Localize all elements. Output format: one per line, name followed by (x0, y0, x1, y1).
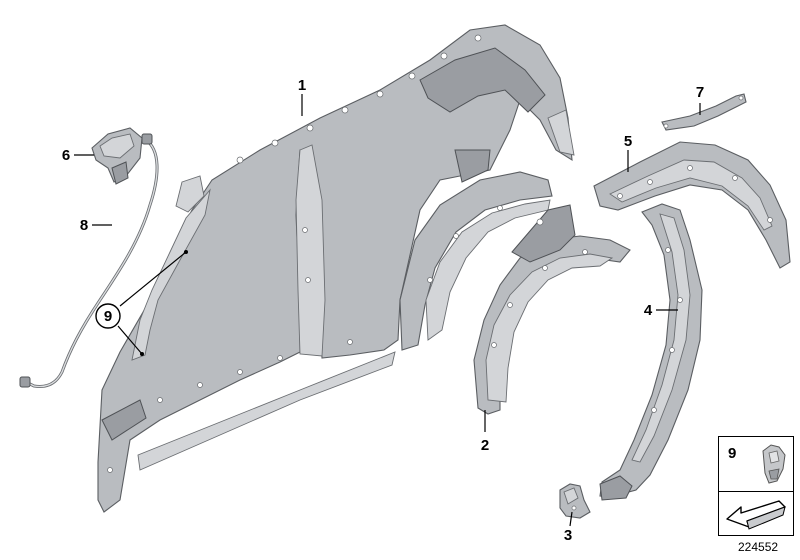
legend-number: 9 (728, 445, 737, 462)
callout-9: 9 (104, 308, 112, 325)
callout-5: 5 (624, 133, 632, 150)
callout-8: 8 (80, 217, 88, 234)
rear-wheel-arch-part (399, 171, 553, 351)
clip-icon (762, 444, 786, 484)
callout-1: 1 (298, 77, 306, 94)
callout-labels: 1 2 3 4 5 6 7 8 9 (62, 77, 704, 544)
leader-dot (140, 352, 144, 356)
callout-7: 7 (696, 84, 704, 101)
callout-6: 6 (62, 147, 70, 164)
bracket-part (559, 483, 591, 519)
leader-dot (184, 250, 188, 254)
callout-3: 3 (564, 527, 572, 544)
rear-pillar-part (599, 203, 703, 501)
wheel-arch-inner-part (473, 204, 631, 415)
arrow-icon (726, 500, 786, 530)
mounting-bracket-part (91, 127, 143, 185)
callout-9-circle (95, 303, 121, 329)
legend-box: 9 (718, 436, 794, 536)
legend-divider (719, 491, 793, 492)
side-frame-part (97, 24, 575, 513)
cable-part (19, 133, 159, 388)
callout-4: 4 (644, 302, 653, 319)
callout-2: 2 (481, 437, 489, 454)
leader-lines (74, 94, 701, 527)
strut-part (661, 93, 747, 131)
reference-number: 224552 (738, 540, 779, 554)
rear-frame-section-part (593, 141, 791, 269)
